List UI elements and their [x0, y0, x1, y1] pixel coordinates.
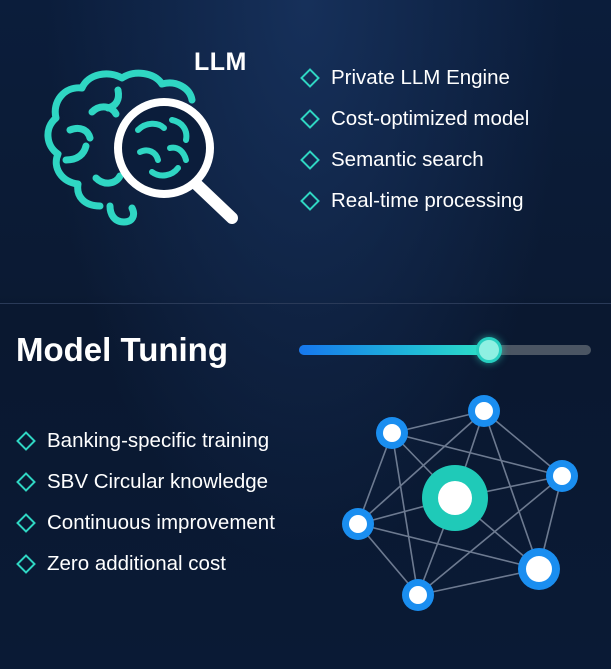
list-item: Zero additional cost	[15, 543, 275, 584]
list-item: SBV Circular knowledge	[15, 461, 275, 502]
feature-label: Banking-specific training	[47, 428, 270, 452]
list-item: Cost-optimized model	[299, 98, 529, 139]
slider-fill	[299, 345, 489, 355]
neural-network-icon	[342, 395, 578, 611]
feature-label: SBV Circular knowledge	[47, 469, 269, 493]
feature-label: Real-time processing	[331, 188, 524, 212]
tuning-slider[interactable]	[299, 337, 591, 363]
feature-label: Semantic search	[331, 147, 484, 171]
diamond-bullet-icon	[300, 67, 320, 88]
tuning-title: Model Tuning	[16, 331, 229, 368]
llm-title: LLM	[194, 48, 247, 76]
llm-section: LLM Private LLM Engine Cost-optimized mo…	[0, 0, 611, 303]
diamond-bullet-icon	[16, 512, 36, 533]
list-item: Private LLM Engine	[299, 57, 529, 98]
diamond-bullet-icon	[16, 553, 36, 574]
diamond-bullet-icon	[300, 190, 320, 211]
llm-feature-list: Private LLM Engine Cost-optimized model …	[299, 57, 529, 221]
section-divider	[0, 303, 611, 304]
list-item: Semantic search	[299, 139, 529, 180]
tuning-feature-list: Banking-specific training SBV Circular k…	[15, 420, 275, 584]
list-item: Real-time processing	[299, 180, 529, 221]
list-item: Continuous improvement	[15, 502, 275, 543]
brain-magnifier-icon	[44, 69, 238, 226]
feature-label: Cost-optimized model	[331, 106, 530, 130]
diamond-bullet-icon	[300, 149, 320, 170]
slider-thumb[interactable]	[475, 337, 502, 363]
diamond-bullet-icon	[300, 108, 320, 129]
diamond-bullet-icon	[16, 471, 36, 492]
feature-label: Zero additional cost	[47, 551, 226, 575]
feature-label: Private LLM Engine	[331, 65, 510, 89]
feature-label: Continuous improvement	[47, 510, 275, 534]
list-item: Banking-specific training	[15, 420, 275, 461]
diamond-bullet-icon	[16, 430, 36, 451]
